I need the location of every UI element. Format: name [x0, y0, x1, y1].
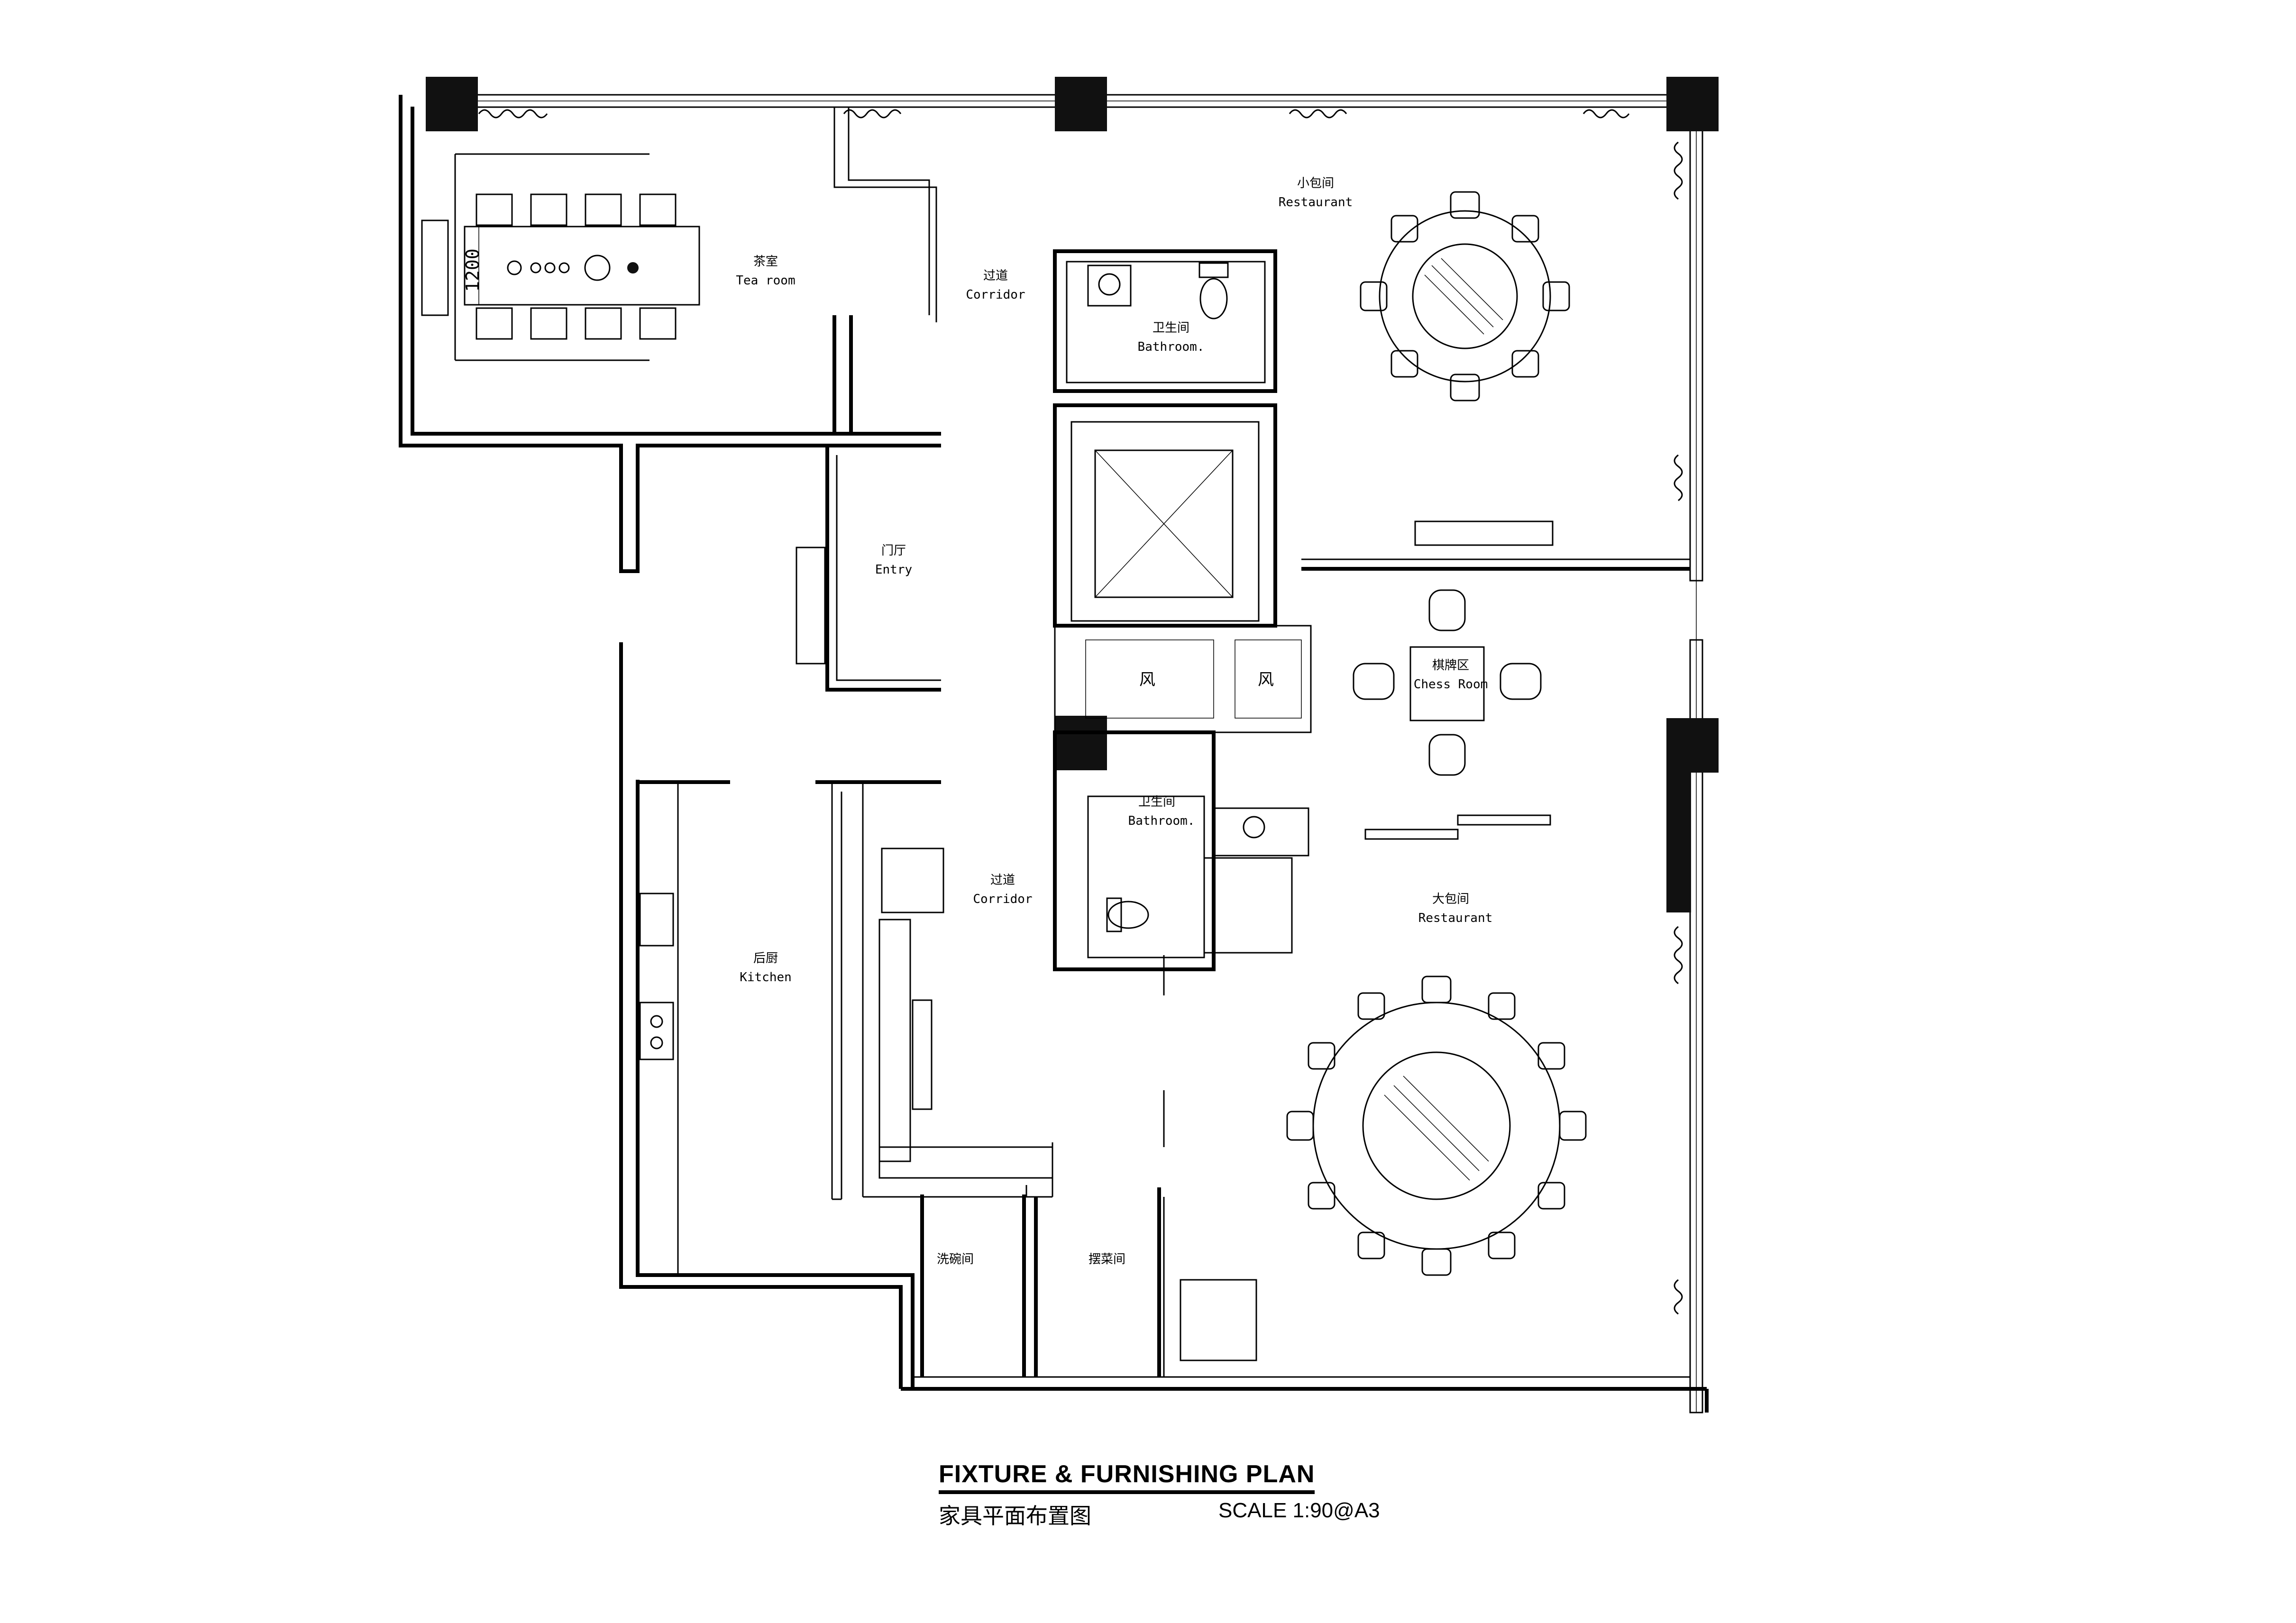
plan-subtitle: 家具平面布置图: [939, 1503, 1091, 1529]
planter-base: [878, 1146, 1053, 1179]
bathroom-upper-label-zh: 卫生间: [1153, 321, 1189, 335]
corridor-lower-label-zh: 过道: [990, 873, 1015, 887]
entry-cabinet: [796, 547, 826, 665]
kitchen-label-zh: 后厨: [753, 951, 778, 966]
curtain-tracks: [478, 109, 1683, 1315]
bathroom-upper-label-en: Bathroom.: [1138, 340, 1205, 354]
chess-room-label-zh: 棋牌区: [1432, 658, 1469, 673]
dishwashing-label-zh: 洗碗间: [937, 1252, 974, 1267]
corridor-upper-label-zh: 过道: [983, 269, 1008, 283]
plan-scale: SCALE 1:90@A3: [1218, 1499, 1380, 1522]
small-round-table: [1379, 210, 1551, 383]
corridor-bench: [912, 999, 933, 1110]
bathroom-lower-label-en: Bathroom.: [1128, 814, 1195, 828]
kitchen-label-en: Kitchen: [740, 970, 792, 985]
small-restaurant-label-zh: 小包间: [1297, 176, 1334, 191]
small-restaurant-chairs: [1360, 191, 1570, 401]
kitchen-counter: [637, 781, 679, 1276]
large-restaurant-chairs: [1286, 976, 1587, 1276]
serving-label-zh: 摆菜间: [1089, 1252, 1125, 1267]
tea-table-set: [421, 153, 700, 361]
tea-room-label-zh: 茶室: [753, 255, 778, 269]
interior-walls: [638, 107, 1690, 1377]
sideboard-upper: [1414, 520, 1554, 546]
shaft-label-2: 风: [1258, 670, 1274, 689]
chess-table-set: [1353, 589, 1542, 776]
title-block: FIXTURE & FURNISHING PLAN 家具平面布置图 SCALE …: [939, 1460, 1413, 1529]
planter-strip: [878, 919, 911, 1162]
upper-bathroom-fixtures: [1087, 262, 1229, 319]
dimension-1200: 1200: [462, 248, 483, 292]
corridor-lower-label-en: Corridor: [973, 892, 1032, 906]
shaft-label-1: 风: [1139, 670, 1155, 689]
chess-room-label-en: Chess Room: [1414, 677, 1488, 692]
plan-title: FIXTURE & FURNISHING PLAN: [939, 1460, 1315, 1494]
bathroom-lower-label-zh: 卫生间: [1138, 795, 1175, 809]
partition-screen: [1364, 814, 1551, 840]
room-labels: 茶室 Tea room 过道 Corridor 小包间 Restaurant 卫…: [736, 176, 1492, 1267]
lower-bathroom-fixtures: [1106, 816, 1265, 932]
entry-label-zh: 门厅: [881, 544, 906, 558]
plant-box: [1203, 857, 1293, 954]
tea-room-label-en: Tea room: [736, 274, 795, 288]
elevator-shaft: [1094, 449, 1234, 598]
large-round-table: [1312, 1002, 1561, 1250]
structural-columns: [426, 77, 1719, 912]
corridor-cabinet: [881, 848, 944, 913]
large-restaurant-label-en: Restaurant: [1418, 911, 1493, 925]
corridor-upper-label-en: Corridor: [966, 288, 1025, 302]
small-restaurant-label-en: Restaurant: [1279, 195, 1353, 210]
plant-pot: [1180, 1279, 1257, 1361]
entry-label-en: Entry: [875, 563, 912, 577]
large-restaurant-label-zh: 大包间: [1432, 892, 1469, 906]
